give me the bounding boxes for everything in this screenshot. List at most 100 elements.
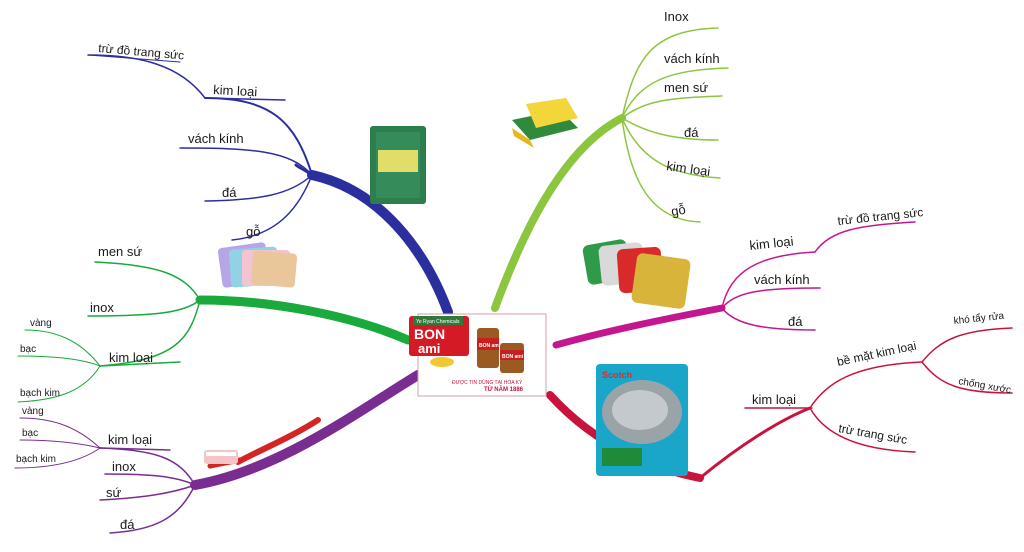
can-right-band: [500, 350, 524, 360]
label-magenta-kimloai: kim loại: [749, 233, 795, 253]
branch-lime: [491, 27, 729, 312]
label-crimson-bemat: bề mặt kim loại: [836, 338, 918, 368]
bonami-cans: BON ami BON ami: [477, 328, 524, 373]
cloth-tan: [250, 250, 298, 288]
label-blue-go: gỗ: [246, 224, 260, 239]
branch-green-to-vang: [24, 329, 101, 367]
toothbrush-bristle-tips: [206, 452, 236, 456]
label-blue-vachkinh: vách kính: [188, 131, 244, 146]
label-green-vang: vàng: [30, 318, 52, 329]
can-left-band: [477, 338, 499, 350]
branch-green-to-bac: [17, 355, 101, 367]
image-cloth-stack: [217, 242, 298, 288]
branch-blue-to-da: [204, 174, 313, 202]
branch-crimson-trunk-2: [698, 406, 812, 480]
image-yellow-sponge: [512, 98, 578, 148]
branch-purple-to-vang: [19, 417, 101, 449]
branch-magenta-to-da: [721, 307, 816, 331]
branch-green-to-kimloai: [99, 299, 201, 367]
branch-magenta-to-kimloai: [721, 251, 816, 309]
scour-pad-label: [378, 150, 418, 172]
metal-sponge-gold: [631, 253, 691, 309]
label-lime-go: gỗ: [670, 202, 687, 219]
label-crimson-chongxuoc: chống xước: [957, 375, 1012, 396]
center-caption-line1: ĐƯỢC TIN DÙNG TẠI HOA KỲ: [452, 379, 523, 386]
label-crimson-trusuc: trừ trang sức: [837, 421, 908, 447]
label-blue-kimloai: kim loại: [213, 82, 258, 99]
branch-lime-to-da: [621, 117, 719, 141]
branch-blue-to-go: [231, 174, 313, 241]
branch-blue: [87, 54, 453, 317]
branch-lime-to-inox: [621, 27, 719, 119]
branch-purple-to-inox: [104, 473, 196, 486]
label-lime-mensu: men sứ: [664, 80, 708, 95]
branch-green-to-mensu: [94, 261, 201, 301]
image-steel-wool: Scotch: [596, 364, 688, 476]
branch-lime-to-vachkinh: [621, 67, 729, 119]
branch-green-to-inox: [87, 299, 201, 317]
label-purple-kimloai: kim loại: [108, 432, 152, 447]
sponge-yellow-top: [526, 98, 578, 128]
image-toothbrush: [204, 417, 321, 469]
label-green-mensu: men sứ: [98, 244, 142, 259]
label-purple-da: đá: [120, 517, 135, 532]
label-purple-bac: bạc: [22, 428, 38, 439]
image-metallic-sponges: [582, 239, 691, 309]
label-green-bac: bạc: [20, 344, 36, 355]
label-lime-da: đá: [684, 125, 699, 140]
branch-purple-to-su: [99, 484, 196, 501]
label-lime-inox: Inox: [664, 9, 689, 24]
logo-chick-shape: [430, 357, 454, 367]
branch-blue-kimloai-underline: [204, 97, 286, 101]
can-left-text: BON ami: [479, 343, 501, 349]
label-purple-bachkim: bạch kim: [16, 454, 56, 465]
label-magenta-vachkinh: vách kính: [754, 272, 810, 287]
logo-green-band: [413, 316, 463, 325]
steel-wool-label: [602, 448, 642, 466]
branch-lime-to-go: [621, 117, 701, 223]
branch-blue-to-vachkinh: [179, 147, 313, 176]
image-green-scour-pad: [370, 126, 426, 204]
label-purple-su: sứ: [106, 485, 122, 500]
branch-magenta-trunk: [552, 304, 726, 349]
branch-green-kimloai-underline: [99, 361, 181, 367]
label-green-bachkim: bạch kim: [20, 388, 60, 399]
branch-blue-to-trangsuc: [87, 54, 206, 99]
logo-red-block: [409, 316, 469, 356]
center-caption-line2: TỪ NĂM 1886: [484, 386, 524, 393]
logo-tagline: Ye Ryan Chemicals: [416, 319, 460, 325]
branch-blue-trunk: [307, 170, 453, 317]
label-lime-vachkinh: vách kính: [664, 51, 720, 66]
steel-wool-brand: Scotch: [602, 370, 632, 380]
branch-magenta-to-vachkinh: [721, 287, 821, 309]
branch-lime-trunk: [491, 114, 626, 312]
label-magenta-da: đá: [788, 314, 803, 329]
label-blue-da: đá: [222, 185, 237, 200]
branch-purple-to-bac: [19, 439, 101, 449]
branch-green: [17, 261, 413, 403]
branch-magenta-to-trangsuc: [814, 221, 916, 253]
branch-purple-to-da: [109, 484, 196, 534]
label-green-inox: inox: [90, 300, 114, 315]
branch-lime-to-mensu: [621, 95, 723, 119]
steel-wool-highlight: [612, 390, 668, 430]
branch-purple-to-bachkim: [14, 447, 101, 469]
branch-crimson-to-chongxuoc: [921, 361, 1013, 394]
logo-top-word: BON: [414, 326, 445, 342]
logo-bottom-word: ami: [418, 341, 440, 356]
branch-green-to-bachkim: [17, 365, 101, 403]
label-purple-inox: inox: [112, 459, 136, 474]
label-lime-kimloai: kim loại: [666, 158, 712, 179]
can-right-text: BON ami: [502, 354, 524, 360]
bonami-logo: Ye Ryan Chemicals BON ami: [409, 316, 469, 367]
branch-crimson-to-trusuc: [809, 407, 916, 453]
branch-purple-trunk: [190, 370, 423, 490]
label-crimson-khotayrua: khó tẩy rửa: [953, 310, 1005, 327]
branch-lime-to-kimloai: [621, 117, 721, 179]
branch-purple-kimloai-underline: [99, 447, 171, 451]
branch-purple: [14, 370, 423, 534]
center-image: Ye Ryan Chemicals BON ami BON ami BON am…: [409, 313, 547, 397]
branch-blue-trangsuc-underline: [87, 54, 181, 63]
branch-magenta: [552, 221, 916, 349]
